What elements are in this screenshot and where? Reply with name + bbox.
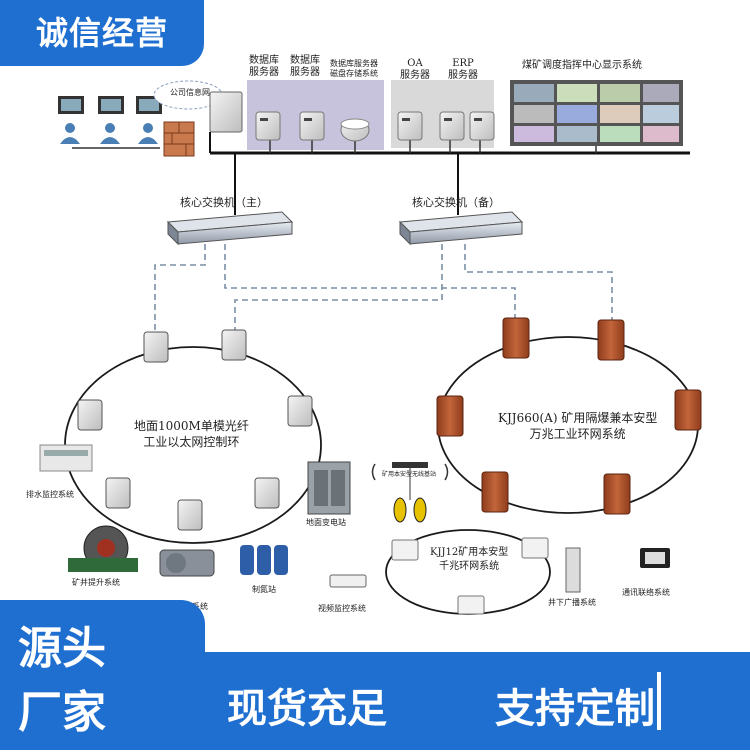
- drainage-label: 排水监控系统: [26, 490, 74, 499]
- db-server-2-icon: [299, 111, 325, 141]
- erp-server-icon: [439, 111, 465, 141]
- internet-label: 公司信息网: [170, 88, 210, 97]
- erp-server-2-icon: [469, 111, 495, 141]
- wireless-base-station-icon: [371, 462, 449, 523]
- dashed-links: [154, 244, 613, 335]
- db-server-1-label: 数据库服务器: [249, 55, 279, 78]
- core-switch-main-label: 核心交换机（主）: [180, 196, 268, 209]
- source-factory-block: 源头 厂家: [0, 600, 205, 750]
- small-ring-title: KJJ12矿用本安型千兆环网系统: [430, 547, 509, 572]
- router-icon: [209, 91, 243, 153]
- core-switch-main-icon: [166, 211, 294, 246]
- db-server-1-icon: [255, 111, 281, 141]
- core-switch-backup-icon: [398, 211, 524, 246]
- display-wall-label: 煤矿调度指挥中心显示系统: [522, 60, 642, 71]
- stock-text: 现货充足: [227, 686, 387, 732]
- comm-label: 通讯联络系统: [622, 588, 670, 597]
- ap-label: 矿用本安型无线基站: [382, 471, 437, 478]
- nitrogen-tanks-icon: [240, 545, 288, 575]
- hoist-label: 矿井提升系统: [72, 578, 120, 587]
- factory-text: 厂家: [18, 687, 106, 738]
- display-wall-screens: [514, 84, 679, 142]
- hoist-machine-icon: [68, 525, 138, 572]
- left-ring-title: 地面1000M单模光纤工业以太网控制环: [134, 419, 249, 449]
- storage-disk-icon: [340, 118, 370, 142]
- left-ring-switch-nodes: [77, 329, 313, 531]
- nitrogen-label: 制氮站: [252, 585, 276, 594]
- substation-label: 地面变电站: [306, 518, 346, 527]
- oa-server-icon: [397, 111, 423, 141]
- workstation-icons: [58, 96, 162, 149]
- sewage-pump-icon: [159, 549, 215, 577]
- core-switch-backup-label: 核心交换机（备）: [412, 196, 500, 209]
- right-ring-cabinets: [436, 317, 702, 515]
- broadcast-speaker-icon: [565, 547, 581, 593]
- integrity-badge: 诚信经营: [0, 0, 204, 66]
- firewall-icon: [163, 121, 195, 157]
- broadcast-label: 井下广播系统: [548, 598, 596, 607]
- db-server-2-label: 数据库服务器: [290, 55, 320, 78]
- video-label: 视频监控系统: [318, 604, 366, 613]
- bottom-banner: 源头 厂家 现货充足 支持定制: [0, 600, 750, 750]
- substation-cabinet-icon: [307, 461, 351, 515]
- slogan-bar: 现货充足 支持定制: [205, 652, 750, 750]
- storage-label: 数据库服务器磁盘存储系统: [330, 59, 378, 78]
- slogan-divider: [657, 672, 661, 730]
- small-ring-switch-nodes: [391, 537, 549, 615]
- right-ring-title: KJJ660(A) 矿用隔爆兼本安型万兆工业环网系统: [498, 411, 658, 441]
- comm-phone-icon: [640, 548, 670, 568]
- video-camera-icon: [329, 574, 367, 588]
- source-text: 源头: [18, 623, 106, 674]
- custom-text: 支持定制: [495, 686, 655, 732]
- drainage-plc-icon: [39, 444, 93, 472]
